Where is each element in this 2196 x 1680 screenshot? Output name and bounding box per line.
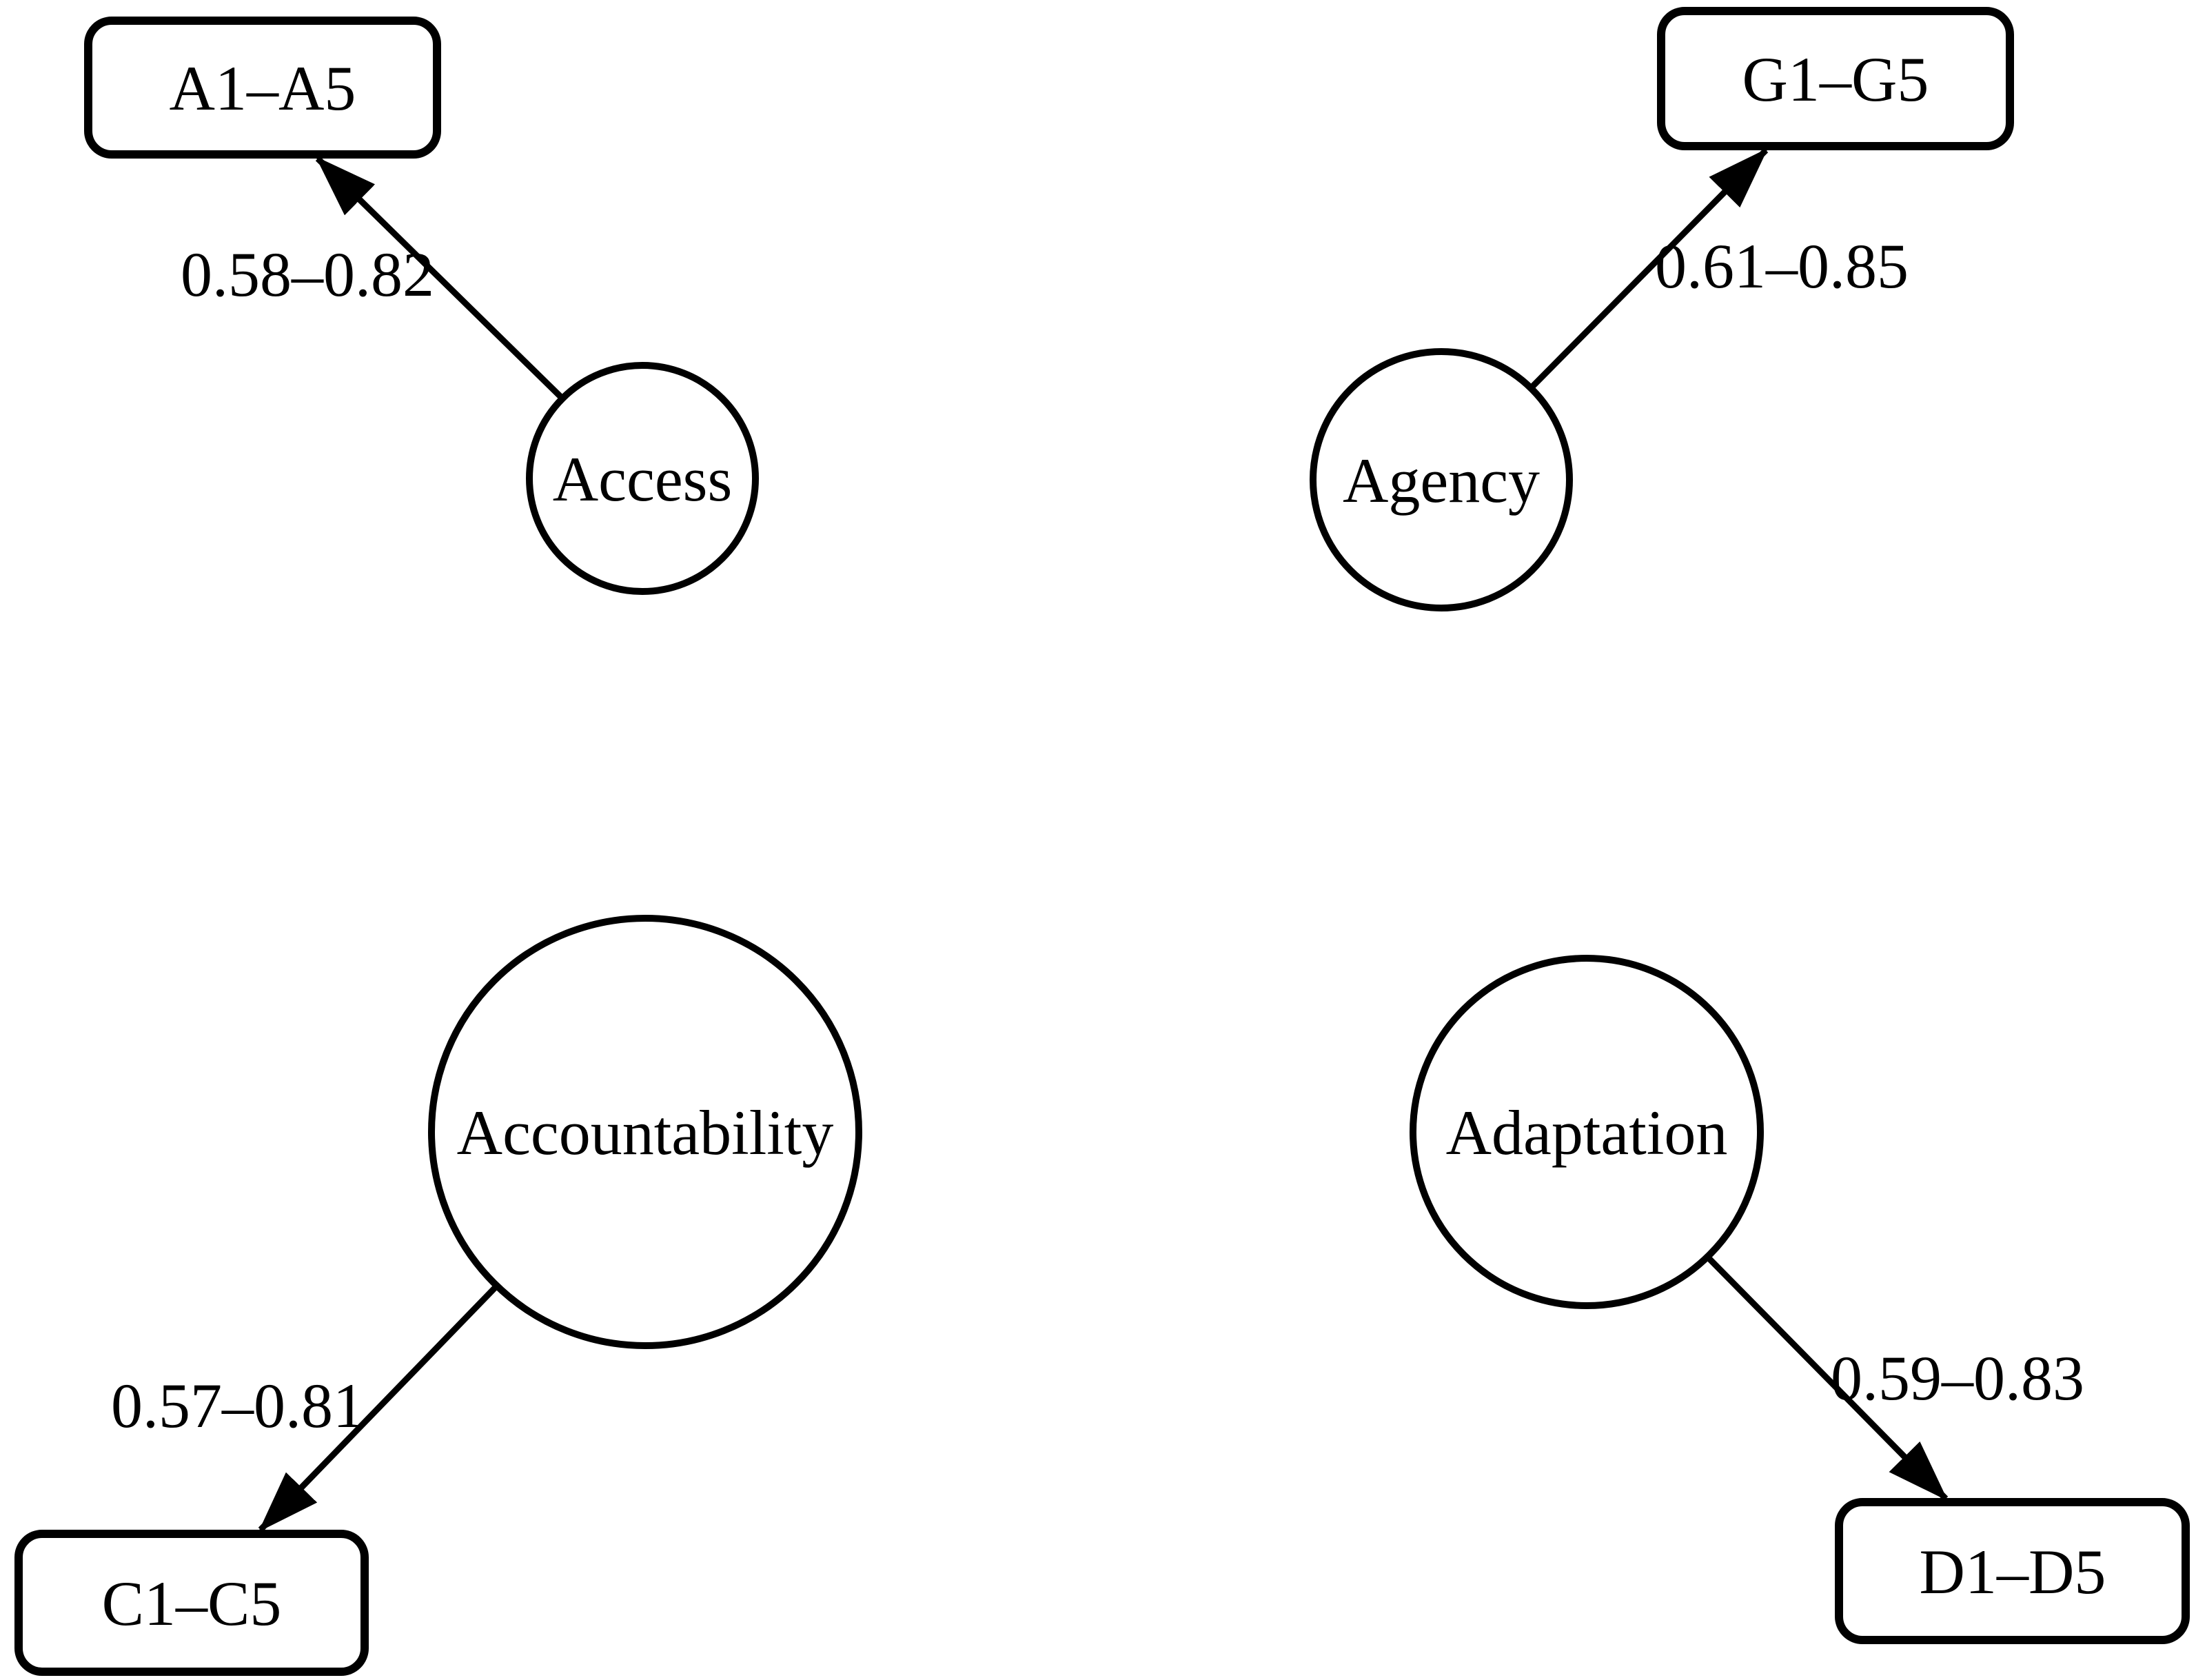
indicator-label-g1-g5: G1–G5 [1742,44,1929,114]
indicator-box-c1-c5 [14,1530,369,1676]
indicator-box-a1-a5 [84,17,441,159]
indicator-label-a1-a5: A1–A5 [170,53,356,123]
loading-range-label-access: 0.58–0.82 [181,239,434,310]
loading-arrow-accountability [258,1283,500,1532]
indicator-box-d1-d5 [1835,1498,2190,1644]
loading-range-label-agency: 0.61–0.85 [1655,231,1909,301]
latent-circle-access [526,362,759,595]
latent-label-adaptation: Adaptation [1446,1097,1728,1168]
loading-arrow-adaptation [1705,1254,1949,1501]
loading-range-label-accountability: 0.57–0.81 [111,1370,365,1441]
loading-range-label-adaptation: 0.59–0.83 [1831,1343,2084,1413]
loading-arrow-access [315,156,565,401]
latent-circle-adaptation [1410,955,1764,1309]
loading-arrow-agency [1528,148,1769,391]
latent-label-access: Access [553,444,733,514]
indicator-box-g1-g5 [1657,7,2014,150]
latent-circle-accountability [428,915,862,1349]
indicator-label-c1-c5: C1–C5 [102,1568,282,1639]
latent-circle-agency [1310,348,1573,611]
indicator-label-d1-d5: D1–D5 [1920,1537,2106,1607]
latent-label-accountability: Accountability [457,1097,834,1168]
latent-label-agency: Agency [1343,445,1540,516]
